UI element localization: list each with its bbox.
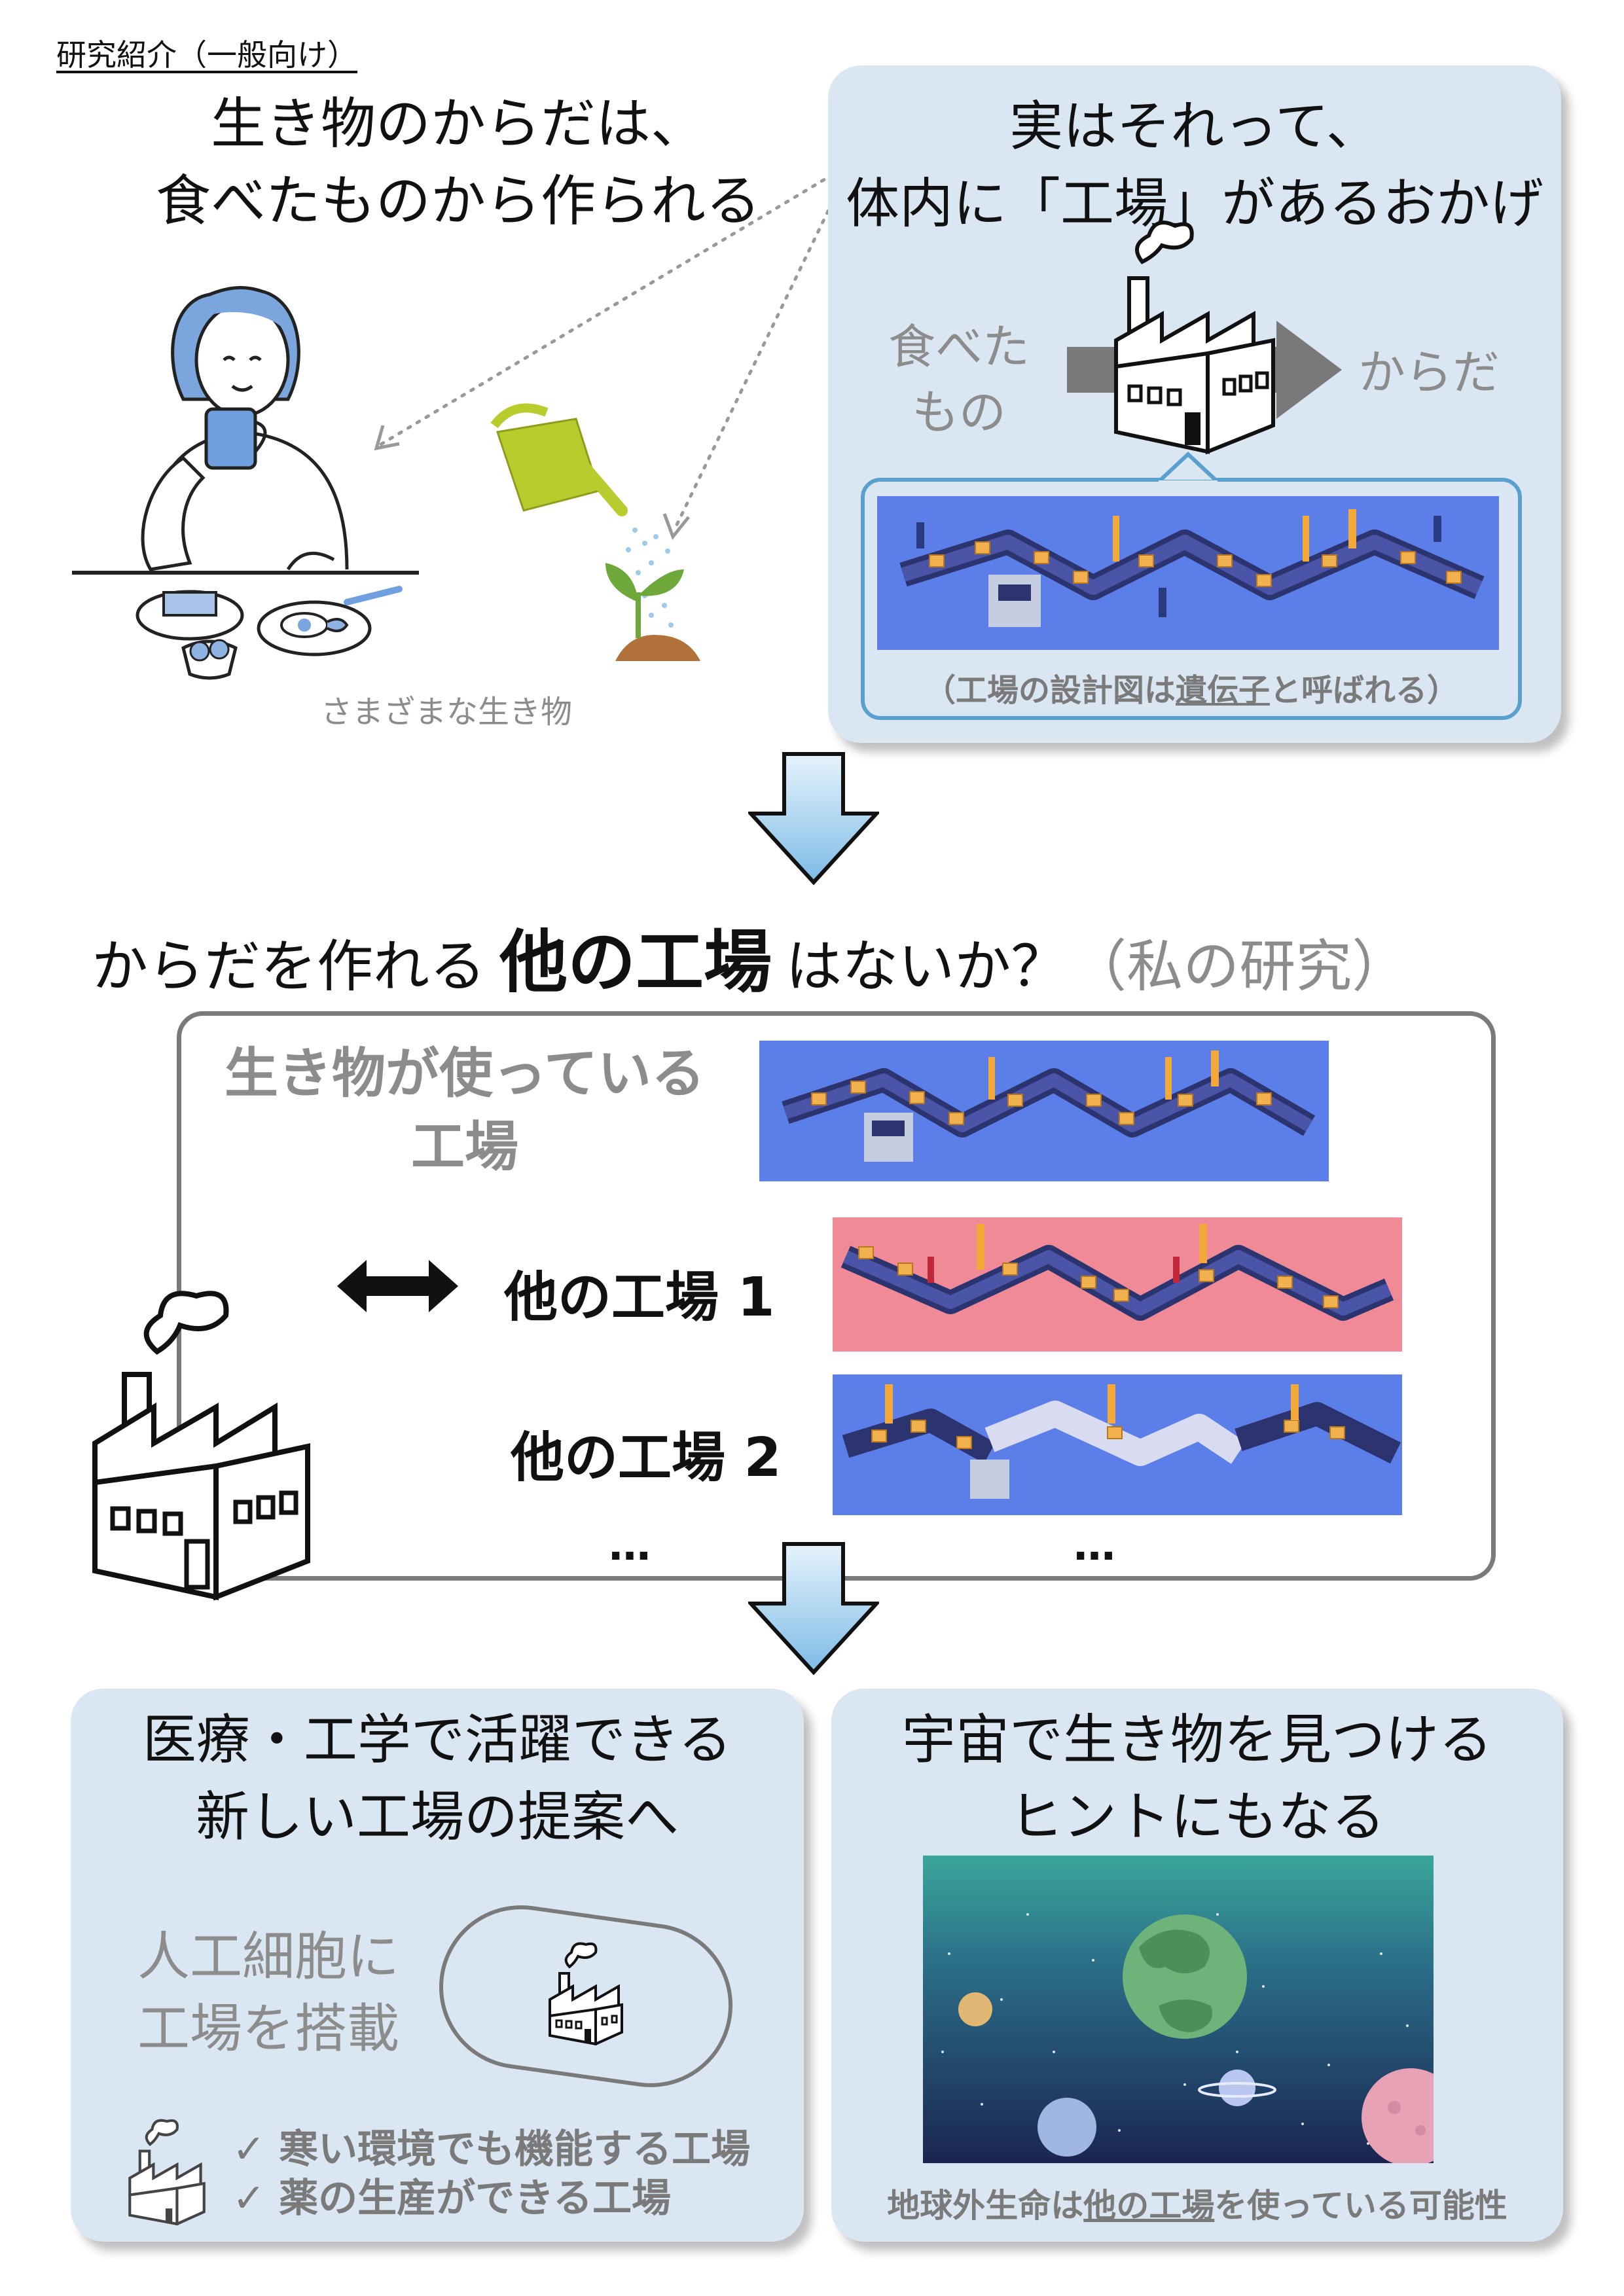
application-title-line1: 医療・工学で活躍できる (142, 1709, 732, 1771)
space-planets-image (923, 1856, 1434, 2163)
watering-plant-illustration (490, 403, 700, 661)
application-panel-title: 医療・工学で活躍できる 新しい工場の提案へ (71, 1702, 804, 1856)
input-label-line2: もの (911, 385, 1006, 440)
ellipsis-left: … (609, 1522, 660, 1570)
gene-note-caption: （工場の設計図は遺伝子と呼ばれる） (861, 664, 1522, 710)
factory-icon-large (92, 1291, 310, 1600)
question-highlight: 他の工場 (499, 922, 772, 1002)
dotted-arrows (374, 162, 853, 541)
ellipsis-right: … (1074, 1522, 1125, 1570)
intro-title-line1: 生き物のからだは、 (210, 92, 706, 156)
output-label: からだ (1358, 345, 1500, 400)
header-label: 研究紹介（一般向け） (56, 37, 357, 73)
native-factory-label: 生き物が使っている 工場 (196, 1037, 733, 1184)
down-arrow-1 (748, 752, 879, 886)
down-arrow-2 (748, 1542, 879, 1676)
artificial-cell-line2: 工場を搭載 (137, 1998, 399, 2059)
factory-icon (1114, 221, 1275, 455)
person-eating-illustration (72, 286, 419, 680)
intro-title-line2: 食べたものから作られる (155, 169, 761, 233)
question-part1: からだを作れる (92, 934, 486, 999)
factory-icon-checklist (128, 2119, 206, 2225)
native-factory-label-line1: 生き物が使っている (225, 1043, 705, 1105)
question-note: （私の研究） (1070, 934, 1409, 999)
alt-factory-2-label: 他の工場 2 (511, 1427, 782, 1489)
artificial-cell-label: 人工細胞に 工場を搭載 (137, 1921, 399, 2065)
application-title-line2: 新しい工場の提案へ (195, 1786, 679, 1848)
gene-note-keyword: 遺伝子 (1175, 672, 1270, 709)
native-factory-label-line2: 工場 (410, 1116, 518, 1178)
space-title-line1: 宇宙で生き物を見つける (901, 1709, 1492, 1771)
question-part2: はないか？ (785, 934, 1068, 999)
artificial-cell-line1: 人工細胞に (137, 1926, 399, 1987)
alt-factory-1-label: 他の工場 1 (504, 1266, 775, 1329)
input-label-line1: 食べた (888, 319, 1030, 374)
space-caption-suffix: を使っている可能性 (1214, 2187, 1507, 2225)
factory-panel-title-line2: 体内に「工場」があるおかげ (845, 173, 1543, 235)
factory-icon-small (549, 1942, 623, 2045)
alt-factory-1-image (833, 1217, 1402, 1352)
factory-panel-title-line1: 実はそれって、 (1009, 96, 1380, 158)
intro-title: 生き物のからだは、 食べたものから作られる (98, 85, 818, 240)
space-caption-prefix: 地球外生命は (887, 2187, 1084, 2225)
factory-panel-title: 実はそれって、 体内に「工場」があるおかげ (828, 88, 1561, 243)
space-panel-title: 宇宙で生き物を見つける ヒントにもなる (831, 1702, 1563, 1856)
assembly-line-image (877, 496, 1499, 650)
research-question: からだを作れる 他の工場 はないか？ （私の研究） (92, 906, 1564, 1005)
checklist-item-cold: ✓ 寒い環境でも機能する工場 (232, 2126, 751, 2172)
gene-note-suffix: と呼ばれる） (1270, 672, 1459, 709)
space-caption: 地球外生命は他の工場を使っている可能性 (831, 2179, 1563, 2227)
gene-note-prefix: （工場の設計図は (924, 672, 1176, 709)
checklist-item-medicine: ✓ 薬の生産ができる工場 (232, 2176, 671, 2221)
intro-caption: さまざまな生き物 (321, 694, 573, 730)
space-title-line2: ヒントにもなる (1009, 1786, 1385, 1848)
space-caption-keyword: 他の工場 (1083, 2187, 1215, 2225)
native-factory-image (759, 1041, 1329, 1181)
alt-factory-2-image (833, 1374, 1402, 1515)
input-label: 食べた もの (884, 314, 1034, 445)
note-pointer (1159, 452, 1218, 484)
compare-double-arrow (337, 1260, 458, 1312)
application-panel (71, 1689, 804, 2242)
